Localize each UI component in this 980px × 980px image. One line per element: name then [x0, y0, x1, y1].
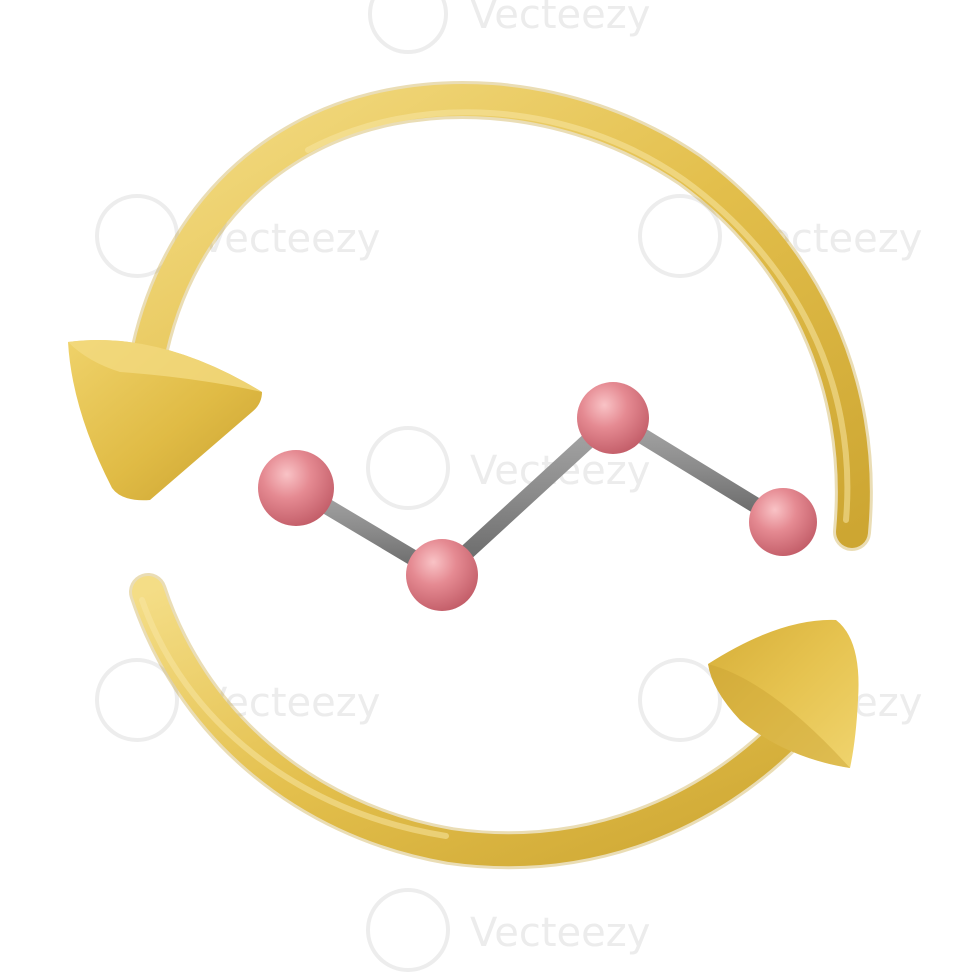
lower-arc-highlight [139, 597, 449, 839]
watermark-logo-icon [366, 426, 450, 510]
watermark-logo-icon [368, 0, 448, 54]
line-chart-icon [258, 382, 817, 611]
watermark-logo-icon [366, 888, 450, 972]
lower-arc-tube [132, 576, 806, 867]
chart-node [577, 382, 649, 454]
lower-arrow-head [708, 619, 859, 768]
watermark-logo-icon [95, 658, 179, 742]
watermark-text: Vecteezy [470, 0, 650, 38]
upper-arrow-icon [68, 80, 873, 551]
watermark-logo-icon [638, 194, 722, 278]
upper-arrow-head-rim [68, 340, 262, 392]
upper-arc-tube [134, 83, 870, 548]
watermark-text: Vecteezy [470, 910, 650, 956]
chart-node [406, 539, 478, 611]
watermark-layer: Vecteezy Vecteezy Vecteezy Vecteezy Vect… [95, 0, 922, 972]
chart-node [258, 450, 334, 526]
watermark-text: Vecteezy [200, 216, 380, 262]
watermark-logo-icon [95, 194, 179, 278]
lower-arrow-head-shade [708, 664, 850, 768]
chart-connector [434, 410, 621, 583]
watermark-logo-icon [638, 658, 722, 742]
upper-arc-highlight [305, 109, 851, 523]
chart-node [749, 488, 817, 556]
lower-arrow-icon [129, 573, 859, 870]
